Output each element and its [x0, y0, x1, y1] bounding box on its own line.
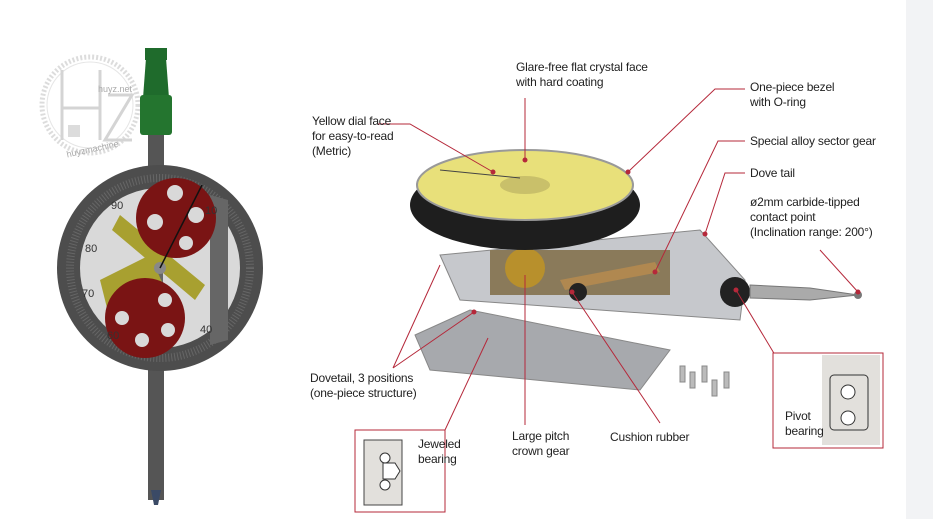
- label-dovetail-positions: Dovetail, 3 positions (one-piece structu…: [310, 371, 417, 401]
- label-crown-gear: Large pitch crown gear: [512, 429, 570, 459]
- label-pivot-bearing: Pivot bearing: [785, 409, 824, 439]
- label-dove-tail: Dove tail: [750, 166, 795, 180]
- test-indicator-exploded: [410, 149, 862, 397]
- label-glare-free: Glare-free flat crystal face with hard c…: [516, 60, 648, 90]
- label-sector-gear: Special alloy sector gear: [750, 134, 876, 148]
- dial-number: 10: [205, 205, 218, 217]
- label-cushion-rubber: Cushion rubber: [610, 430, 690, 444]
- label-line: Yellow dial face: [312, 114, 392, 128]
- dial-indicator-cutaway: [57, 48, 263, 505]
- label-line: Jeweled: [418, 437, 461, 451]
- label-line: for easy-to-read: [312, 129, 394, 143]
- leader-lines: [378, 88, 859, 431]
- label-contact-point: ø2mm carbide-tipped contact point (Incli…: [750, 195, 873, 240]
- label-line: ø2mm carbide-tipped: [750, 195, 860, 209]
- label-line: One-piece bezel: [750, 80, 835, 94]
- label-line: contact point: [750, 210, 816, 224]
- label-line: crown gear: [512, 444, 570, 458]
- label-line: (Inclination range: 200°): [750, 225, 873, 239]
- label-line: bearing: [785, 424, 824, 438]
- dial-number: 90: [111, 200, 124, 212]
- label-jeweled-bearing: Jeweled bearing: [418, 437, 461, 467]
- label-line: with hard coating: [516, 75, 604, 89]
- label-line: Glare-free flat crystal face: [516, 60, 648, 74]
- page-side-strip: [906, 0, 933, 519]
- label-line: Pivot: [785, 409, 811, 423]
- label-bezel: One-piece bezel with O-ring: [750, 80, 835, 110]
- label-line: (Metric): [312, 144, 352, 158]
- dial-number: 60: [107, 330, 120, 342]
- jeweled-bearing-inset: [354, 429, 446, 513]
- callout-dots: [471, 157, 861, 315]
- watermark-site: huyz.net: [98, 84, 133, 94]
- label-line: with O-ring: [750, 95, 806, 109]
- dial-number: 70: [82, 288, 95, 300]
- label-line: Dovetail, 3 positions: [310, 371, 414, 385]
- dial-number: 40: [200, 324, 213, 336]
- label-line: bearing: [418, 452, 457, 466]
- label-yellow-dial: Yellow dial face for easy-to-read (Metri…: [312, 114, 394, 159]
- pivot-bearing-inset: [772, 352, 884, 449]
- label-line: Large pitch: [512, 429, 570, 443]
- watermark-logo: [39, 54, 141, 156]
- dial-number: 80: [85, 243, 98, 255]
- label-line: (one-piece structure): [310, 386, 417, 400]
